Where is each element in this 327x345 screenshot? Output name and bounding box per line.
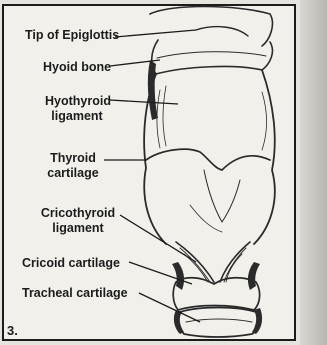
leader-tip-of-epiglottis	[115, 30, 196, 37]
label-thyroid-cartilage: cartilage	[44, 166, 102, 180]
tracheal-ring-outline	[178, 308, 259, 338]
thyroid-notch	[146, 149, 270, 170]
label-thyroid: Thyroid	[44, 151, 102, 165]
leader-hyothyroid-ligament	[110, 100, 178, 104]
label-hyothyroid-ligament: ligament	[45, 109, 109, 123]
label-tracheal-cartilage: Tracheal cartilage	[22, 286, 128, 300]
label-cricothyroid-ligament: ligament	[38, 221, 118, 235]
hyoid-shadow-left	[148, 60, 158, 120]
label-tip-of-epiglottis: Tip of Epiglottis	[25, 28, 119, 42]
leader-cricothyroid-ligament	[120, 215, 196, 262]
hyoid-bone-outline	[152, 40, 273, 74]
figure-number: 3.	[7, 323, 18, 338]
label-cricothyroid: Cricothyroid	[38, 206, 118, 220]
label-hyoid-bone: Hyoid bone	[43, 60, 111, 74]
label-hyothyroid: Hyothyroid	[45, 94, 109, 108]
label-cricoid-cartilage: Cricoid cartilage	[22, 256, 120, 270]
